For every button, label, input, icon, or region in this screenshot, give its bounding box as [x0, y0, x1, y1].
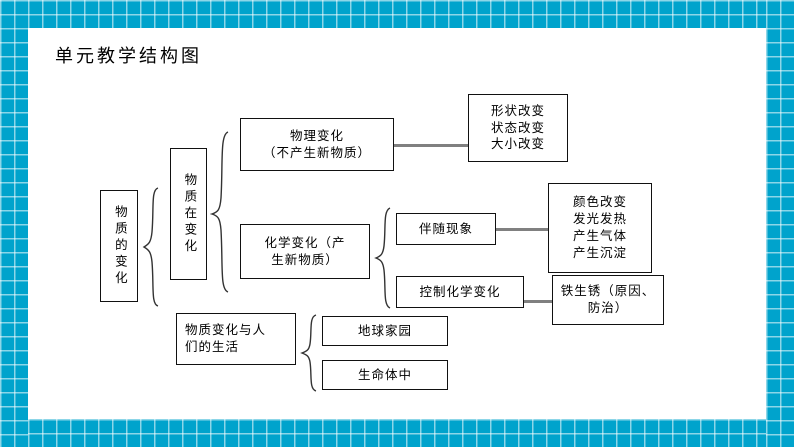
- node-chemical-change[interactable]: 化学变化（产 生新物质）: [240, 224, 370, 279]
- page-title: 单元教学结构图: [55, 46, 202, 66]
- connector-control-to-rust: [524, 300, 552, 303]
- node-shape-changes-line2: 状态改变: [490, 120, 545, 135]
- connector-physical-to-shape: [394, 144, 468, 147]
- node-change-and-life[interactable]: 物质变化与人 们的生活: [176, 313, 296, 365]
- node-change-and-life-line2: 们的生活: [185, 340, 240, 354]
- node-phenomena-list-line1: 颜色改变: [572, 195, 627, 210]
- node-physical-change[interactable]: 物理变化 （不产生新物质）: [240, 118, 394, 171]
- decorative-border-top: [0, 0, 794, 28]
- brace-root: [142, 186, 162, 308]
- node-shape-changes-line3: 大小改变: [490, 137, 545, 152]
- node-root-matter-change[interactable]: 物质的变化: [100, 190, 138, 302]
- decorative-border-left: [0, 0, 28, 447]
- decorative-border-bottom: [0, 419, 794, 447]
- node-chemical-change-line1: 化学变化（产: [264, 235, 346, 250]
- connector-phenomena-to-list: [496, 228, 548, 231]
- node-chemical-change-line2: 生新物质）: [271, 252, 339, 267]
- node-shape-changes[interactable]: 形状改变 状态改变 大小改变: [468, 94, 568, 162]
- node-phenomena-list-line3: 产生气体: [572, 229, 627, 243]
- node-control-chemical-change[interactable]: 控制化学变化: [396, 276, 524, 308]
- node-phenomena-list[interactable]: 颜色改变 发光发热 产生气体 产生沉淀: [548, 183, 652, 273]
- brace-chemical-change: [374, 206, 394, 310]
- node-earth-home[interactable]: 地球家园: [322, 316, 448, 346]
- node-matter-changing[interactable]: 物质在变化: [170, 148, 207, 280]
- node-iron-rust[interactable]: 铁生锈（原因、 防治）: [552, 275, 664, 325]
- node-iron-rust-line1: 铁生锈（原因、: [560, 284, 656, 299]
- node-in-living-body[interactable]: 生命体中: [322, 360, 448, 390]
- node-iron-rust-line2: 防治）: [587, 301, 629, 315]
- node-physical-change-line2: （不产生新物质）: [262, 145, 371, 160]
- brace-matter-changing: [210, 130, 232, 294]
- diagram-area: 单元教学结构图 物质的变化 物质在变化 物理变化 （不产生新物质） 形状改变 状: [28, 28, 766, 419]
- brace-life: [300, 313, 320, 393]
- node-phenomena-list-line4: 产生沉淀: [572, 245, 627, 260]
- node-physical-change-line1: 物理变化: [289, 128, 344, 143]
- node-change-and-life-line1: 物质变化与人: [185, 323, 267, 338]
- node-accompanying-phenomena[interactable]: 伴随现象: [396, 213, 496, 245]
- decorative-border-right: [766, 0, 794, 447]
- node-phenomena-list-line2: 发光发热: [572, 212, 627, 227]
- node-shape-changes-line1: 形状改变: [490, 103, 545, 118]
